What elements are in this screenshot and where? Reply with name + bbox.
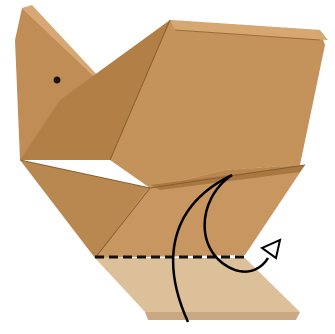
bird-lower-body-shadow	[145, 312, 300, 320]
bird-eye	[54, 77, 61, 84]
